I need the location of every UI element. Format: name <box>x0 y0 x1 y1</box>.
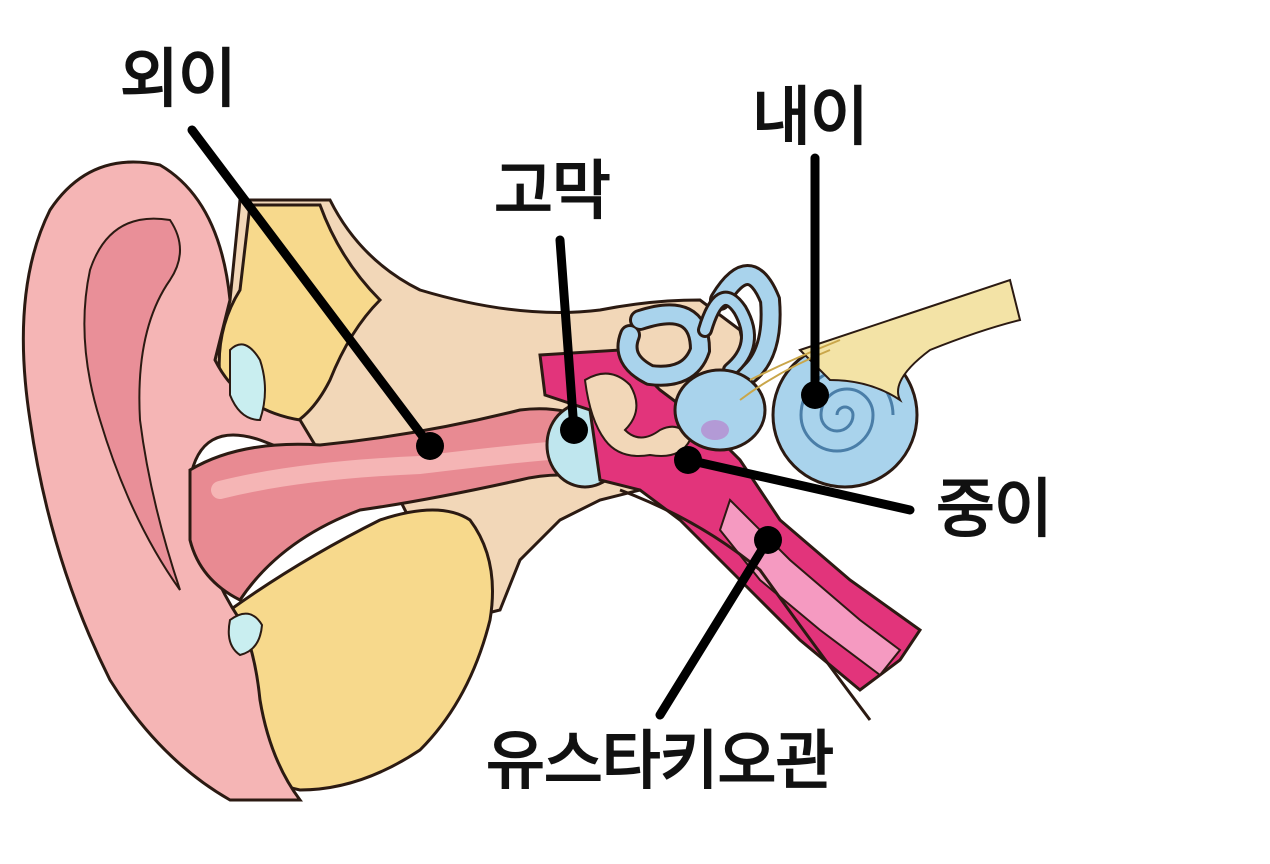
label-inner-ear: 내이 <box>752 81 869 155</box>
dot-outer-ear <box>416 432 444 460</box>
label-eardrum: 고막 <box>494 155 611 229</box>
leader-middle-ear <box>683 455 915 515</box>
label-outer-ear: 외이 <box>120 43 237 117</box>
vestibule-inner <box>701 420 729 440</box>
leader-eardrum <box>555 235 579 435</box>
label-eustachian-tube: 유스타키오관 <box>486 725 834 799</box>
semicircular-canal-3-fill <box>700 293 753 375</box>
dot-inner-ear <box>801 381 829 409</box>
auditory-nerve <box>798 278 1022 403</box>
cartilage-spot-upper <box>229 343 266 422</box>
ear-canal-highlight <box>211 441 569 499</box>
canal-floor-wall <box>619 488 872 721</box>
cartilage-spot-lower <box>227 612 264 657</box>
label-middle-ear: 중이 <box>936 473 1053 547</box>
vestibule <box>673 368 767 452</box>
semicircular-canal-2-fill <box>712 267 779 388</box>
leader-eustachian-tube <box>655 535 773 720</box>
dot-middle-ear <box>674 446 702 474</box>
lower-fat-tissue <box>228 508 494 792</box>
dot-eardrum <box>560 416 588 444</box>
dot-eustachian-tube <box>754 526 782 554</box>
semicircular-canal-1-fill <box>619 306 709 384</box>
auricle-inner-fold <box>83 217 181 591</box>
leader-outer-ear <box>187 125 435 451</box>
leader-dots <box>416 381 829 554</box>
leader-lines <box>187 125 915 720</box>
auditory-nerve-fibers <box>739 339 841 401</box>
